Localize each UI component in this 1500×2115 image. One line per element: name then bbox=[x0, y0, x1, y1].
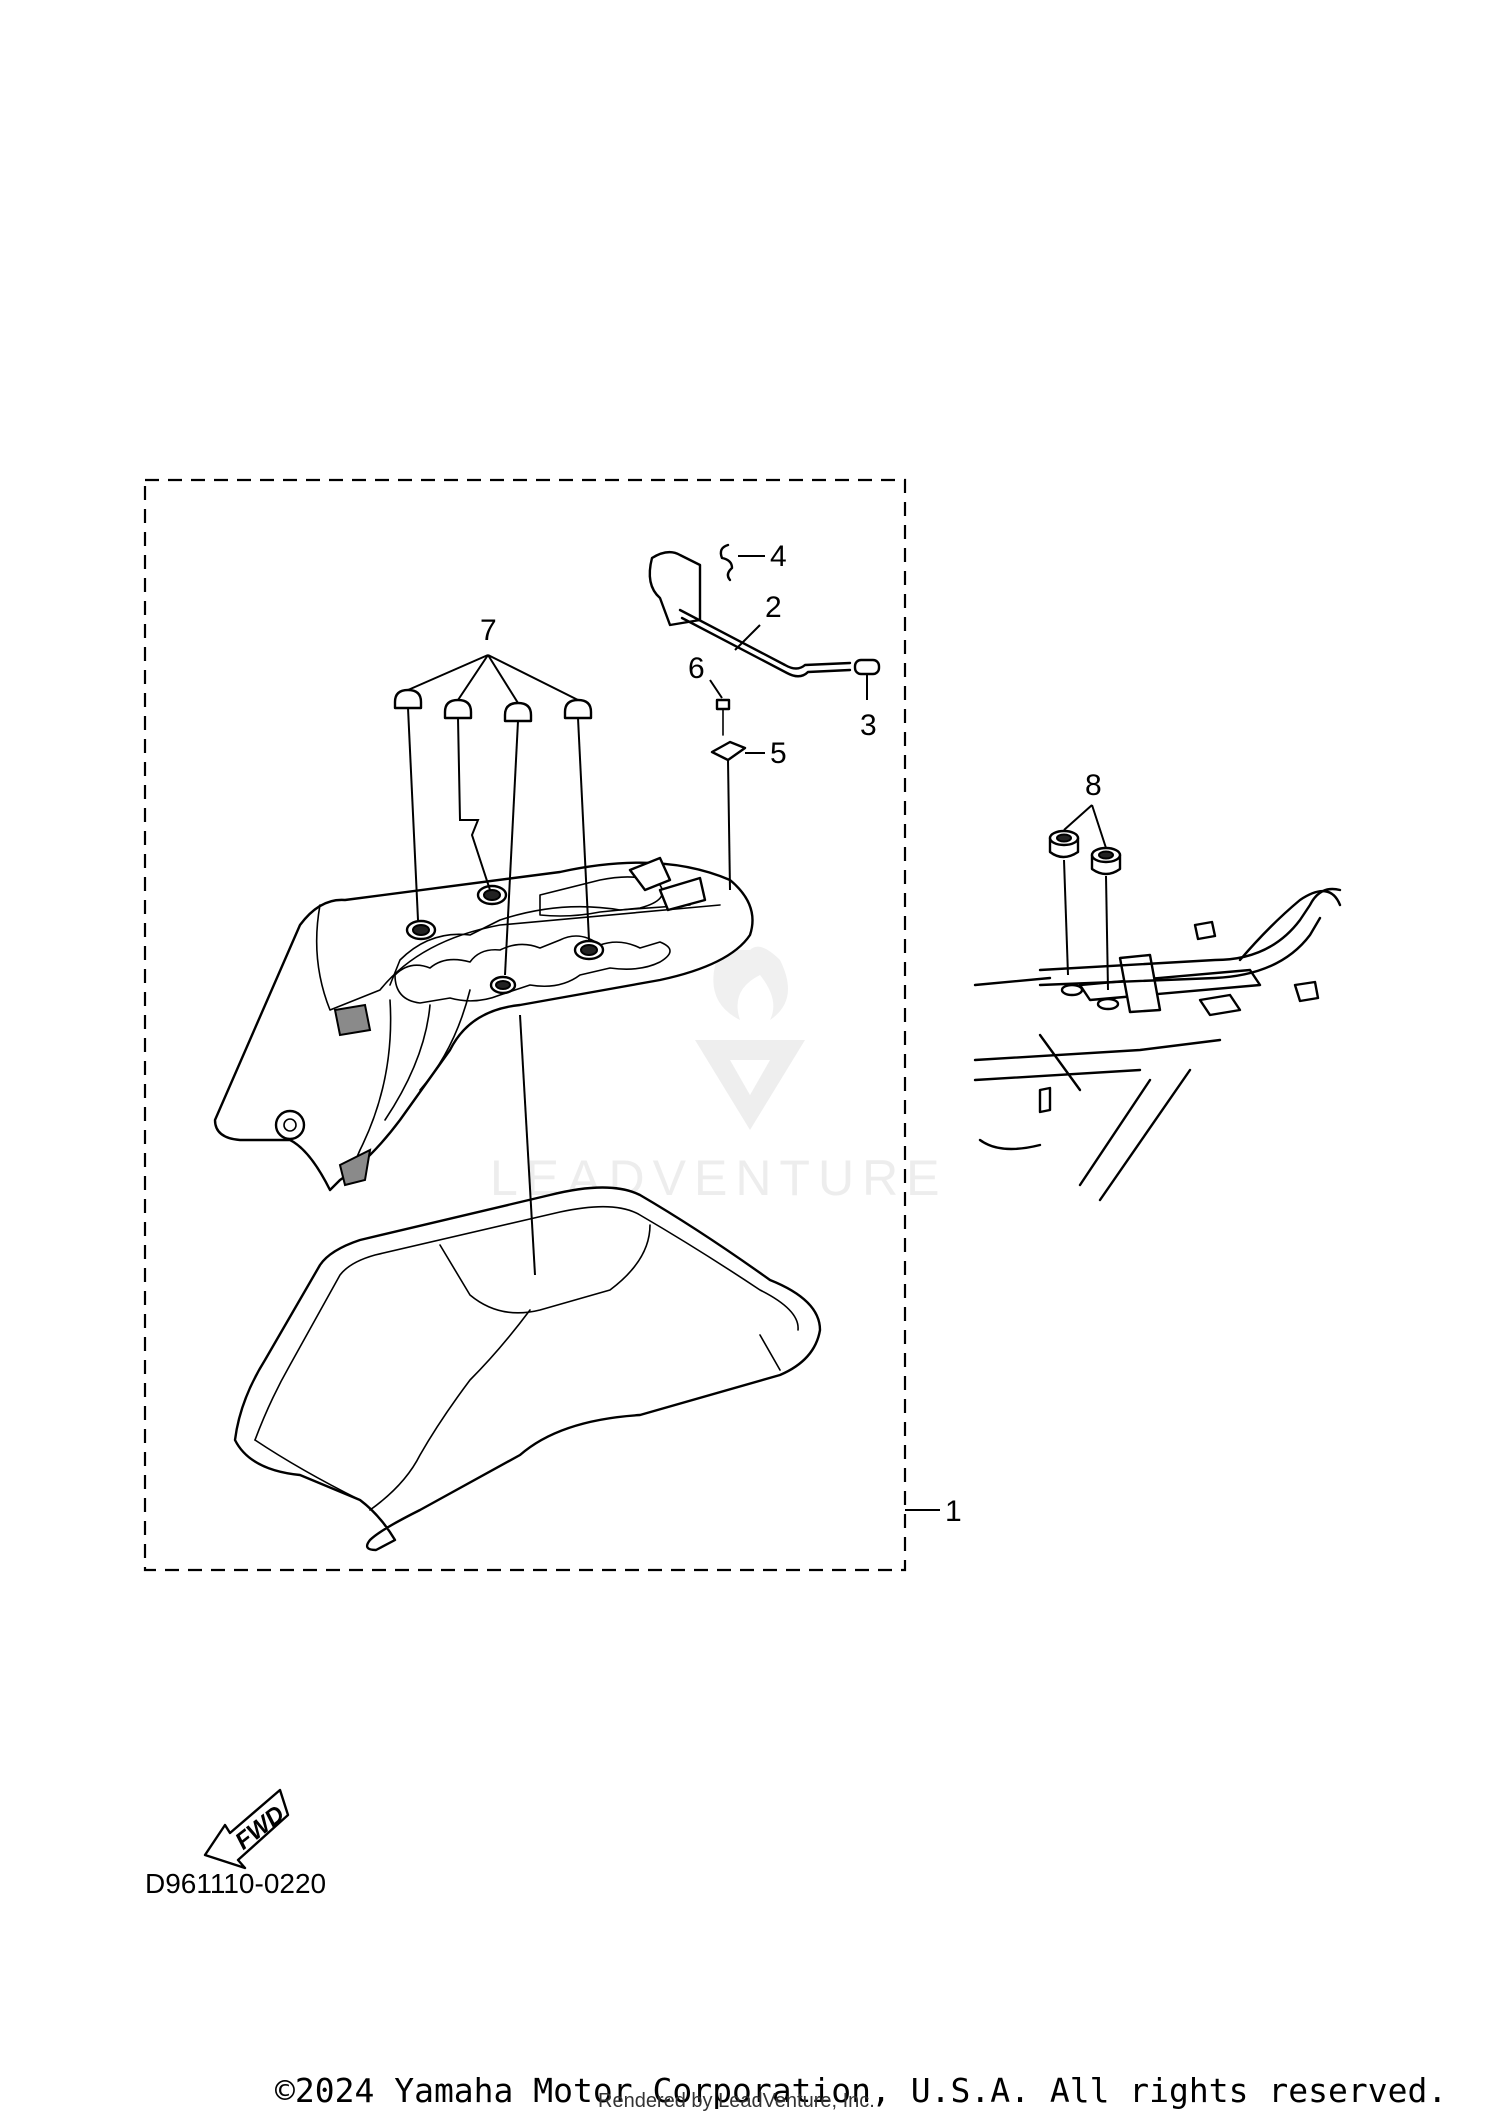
seat-cushion bbox=[233, 1186, 822, 1552]
callout-8: 8 bbox=[1085, 769, 1102, 802]
spring-clip bbox=[719, 543, 734, 582]
bumper-top bbox=[503, 701, 533, 723]
seat-base bbox=[213, 856, 754, 1192]
rack-grommet bbox=[1090, 846, 1122, 876]
bumper-top bbox=[393, 688, 423, 710]
rendered-by: Rendered by LeadVenture, Inc. bbox=[598, 2090, 875, 2112]
bumper-top bbox=[443, 698, 473, 720]
callout-6: 6 bbox=[688, 652, 705, 685]
diagram-code: D961110-0220 bbox=[145, 1868, 326, 1899]
callout-3: 3 bbox=[860, 709, 877, 742]
rack-grommet bbox=[1048, 829, 1080, 859]
kit-boundary bbox=[143, 478, 907, 1572]
bracket bbox=[710, 740, 747, 762]
copyright-notice: ©2024 Yamaha Motor Corporation, U.S.A. A… bbox=[275, 2071, 1447, 2110]
leader-lines bbox=[407, 555, 1109, 1511]
fwd-arrow-icon: FWD bbox=[203, 1788, 290, 1870]
callout-1: 1 bbox=[945, 1495, 962, 1528]
screw bbox=[715, 698, 731, 736]
base-bumper bbox=[405, 919, 437, 941]
lock-rod bbox=[648, 550, 852, 678]
callout-2: 2 bbox=[765, 591, 782, 624]
rear-rack bbox=[973, 887, 1342, 1202]
callout-4: 4 bbox=[770, 540, 787, 573]
base-bumper bbox=[573, 939, 605, 961]
base-bumper bbox=[489, 975, 517, 995]
base-bumper bbox=[476, 884, 508, 906]
callout-5: 5 bbox=[770, 737, 787, 770]
bumper-top bbox=[563, 698, 593, 720]
callout-7: 7 bbox=[480, 614, 497, 647]
rod-cap bbox=[853, 658, 881, 676]
